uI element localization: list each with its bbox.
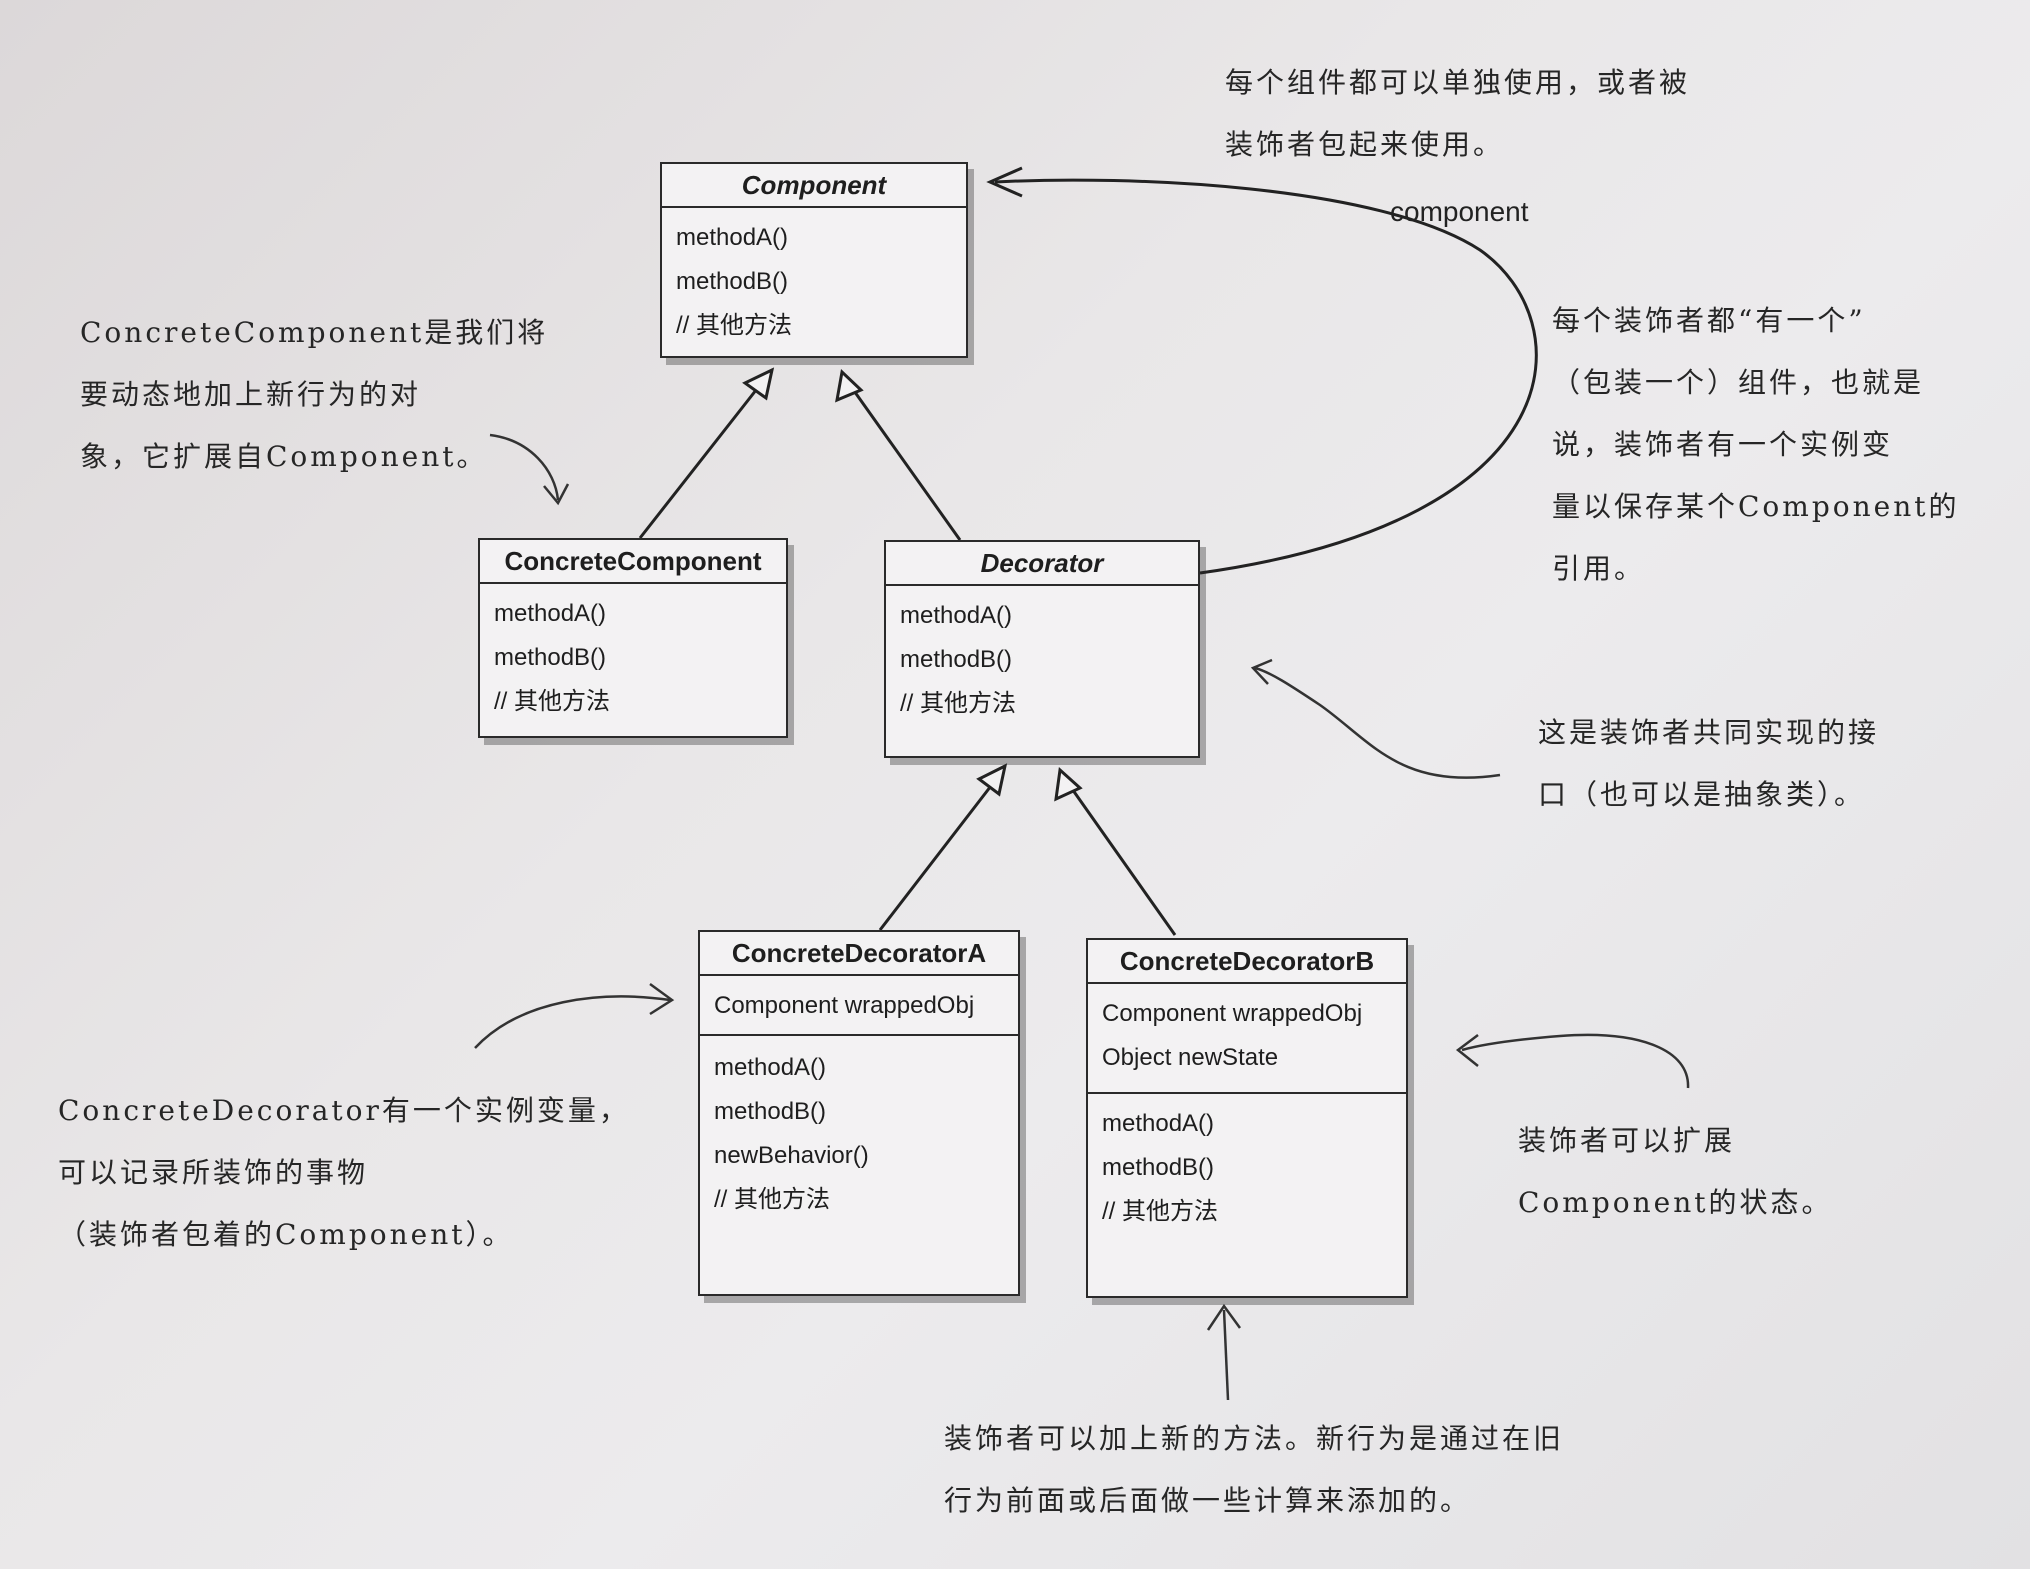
note-line: 装饰者可以加上新的方法。新行为是通过在旧	[944, 1422, 1565, 1455]
note-new-methods: 装饰者可以加上新的方法。新行为是通过在旧 行为前面或后面做一些计算来添加的。	[944, 1408, 1564, 1532]
method-row: newBehavior()	[714, 1142, 869, 1169]
note-line: 象，它扩展自Component。	[80, 440, 488, 473]
method-row: methodB()	[714, 1098, 827, 1125]
inherit-arrowhead-decorator-b	[1054, 766, 1083, 802]
class-concrete-decorator-a: ConcreteDecoratorA Component wrappedObj …	[698, 930, 1020, 1296]
inherit-line-decorator-b	[1068, 785, 1177, 936]
class-name: ConcreteComponent	[480, 540, 786, 584]
note-concrete-decorator: ConcreteDecorator有一个实例变量， 可以记录所装饰的事物 （装饰…	[58, 1080, 630, 1266]
class-decorator: Decorator methodA() methodB() // 其他方法	[884, 540, 1200, 758]
method-row: // 其他方法	[1102, 1198, 1219, 1225]
inherit-arrowhead-concretecomponent	[742, 367, 775, 401]
pointer-arrow-extend-state	[1461, 1033, 1690, 1089]
association-label: component	[1390, 196, 1529, 227]
note-line: 口（也可以是抽象类）。	[1538, 778, 1866, 811]
method-row: methodB()	[494, 644, 607, 671]
method-row: // 其他方法	[714, 1186, 831, 1213]
class-component: Component methodA() methodB() // 其他方法	[660, 162, 968, 358]
note-line: Component的状态。	[1518, 1186, 1833, 1219]
class-name: ConcreteDecoratorA	[700, 932, 1018, 976]
note-line: （包装一个）组件，也就是	[1552, 366, 1925, 399]
note-line: 装饰者可以扩展	[1518, 1124, 1736, 1157]
method-row: methodA()	[900, 602, 1013, 629]
note-line: 量以保存某个Component的	[1552, 490, 1960, 523]
note-line: 每个装饰者都“有一个”	[1552, 304, 1866, 337]
inherit-line-decorator	[850, 387, 962, 541]
method-section: methodA() methodB() // 其他方法	[1088, 1092, 1406, 1240]
note-line: 要动态地加上新行为的对	[80, 378, 422, 411]
method-section: methodA() methodB() // 其他方法	[886, 586, 1198, 732]
note-line: 装饰者包起来使用。	[1225, 128, 1505, 161]
method-row: methodB()	[1102, 1154, 1215, 1181]
pointer-arrow-new-methods	[1222, 1309, 1230, 1401]
method-row: // 其他方法	[494, 688, 611, 715]
pointer-arrow-concrete-decorator	[474, 995, 671, 1049]
field-section: Component wrappedObj Object newState	[1088, 984, 1406, 1092]
note-has-a: 每个装饰者都“有一个” （包装一个）组件，也就是 说，装饰者有一个实例变 量以保…	[1552, 290, 1960, 600]
class-name: Component	[662, 164, 966, 208]
note-concrete-component: ConcreteComponent是我们将 要动态地加上新行为的对 象，它扩展自…	[80, 302, 548, 488]
inherit-arrowhead-decorator	[835, 368, 864, 403]
association-arrowhead	[986, 166, 1023, 198]
pointer-arrow-interface	[1254, 666, 1501, 779]
pointer-arrow-concretecomponent	[489, 433, 560, 501]
class-concrete-component: ConcreteComponent methodA() methodB() //…	[478, 538, 788, 738]
note-line: （装饰者包着的Component）。	[58, 1218, 514, 1251]
pointer-arrowhead-concrete-decorator	[649, 982, 675, 1016]
method-row: methodA()	[714, 1054, 827, 1081]
note-line: ConcreteDecorator有一个实例变量，	[58, 1094, 630, 1127]
method-row: methodB()	[900, 646, 1013, 673]
inherit-line-concretecomponent	[638, 384, 762, 539]
method-row: // 其他方法	[900, 690, 1017, 717]
note-line: 每个组件都可以单独使用，或者被	[1225, 66, 1691, 99]
pointer-arrowhead-concretecomponent	[543, 483, 570, 506]
method-row: methodB()	[676, 268, 789, 295]
note-line: 引用。	[1552, 552, 1646, 585]
class-concrete-decorator-b: ConcreteDecoratorB Component wrappedObj …	[1086, 938, 1408, 1298]
method-row: // 其他方法	[676, 312, 793, 339]
association-curve	[994, 178, 1538, 575]
pointer-arrowhead-new-methods	[1206, 1303, 1242, 1331]
class-name: ConcreteDecoratorB	[1088, 940, 1406, 984]
method-section: methodA() methodB() newBehavior() // 其他方…	[700, 1034, 1018, 1228]
field-row: Object newState	[1102, 1044, 1279, 1071]
field-row: Component wrappedObj	[714, 992, 975, 1019]
note-top: 每个组件都可以单独使用，或者被 装饰者包起来使用。	[1225, 52, 1690, 176]
method-row: methodA()	[1102, 1110, 1215, 1137]
pointer-arrowhead-interface	[1250, 658, 1273, 685]
note-line: 这是装饰者共同实现的接	[1538, 716, 1880, 749]
note-line: ConcreteComponent是我们将	[80, 316, 549, 349]
method-section: methodA() methodB() // 其他方法	[662, 208, 966, 354]
note-line: 行为前面或后面做一些计算来添加的。	[944, 1484, 1472, 1517]
inherit-arrowhead-decorator-a	[976, 763, 1008, 797]
inherit-line-decorator-a	[878, 781, 996, 931]
pointer-arrowhead-extend-state	[1455, 1034, 1479, 1067]
method-row: methodA()	[494, 600, 607, 627]
note-interface: 这是装饰者共同实现的接 口（也可以是抽象类）。	[1538, 702, 1879, 826]
class-name: Decorator	[886, 542, 1198, 586]
method-row: methodA()	[676, 224, 789, 251]
note-line: 可以记录所装饰的事物	[58, 1156, 369, 1189]
field-row: Component wrappedObj	[1102, 1000, 1363, 1027]
method-section: methodA() methodB() // 其他方法	[480, 584, 786, 730]
note-line: 说，装饰者有一个实例变	[1552, 428, 1894, 461]
note-extend-state: 装饰者可以扩展 Component的状态。	[1518, 1110, 1833, 1234]
field-section: Component wrappedObj	[700, 976, 1018, 1034]
